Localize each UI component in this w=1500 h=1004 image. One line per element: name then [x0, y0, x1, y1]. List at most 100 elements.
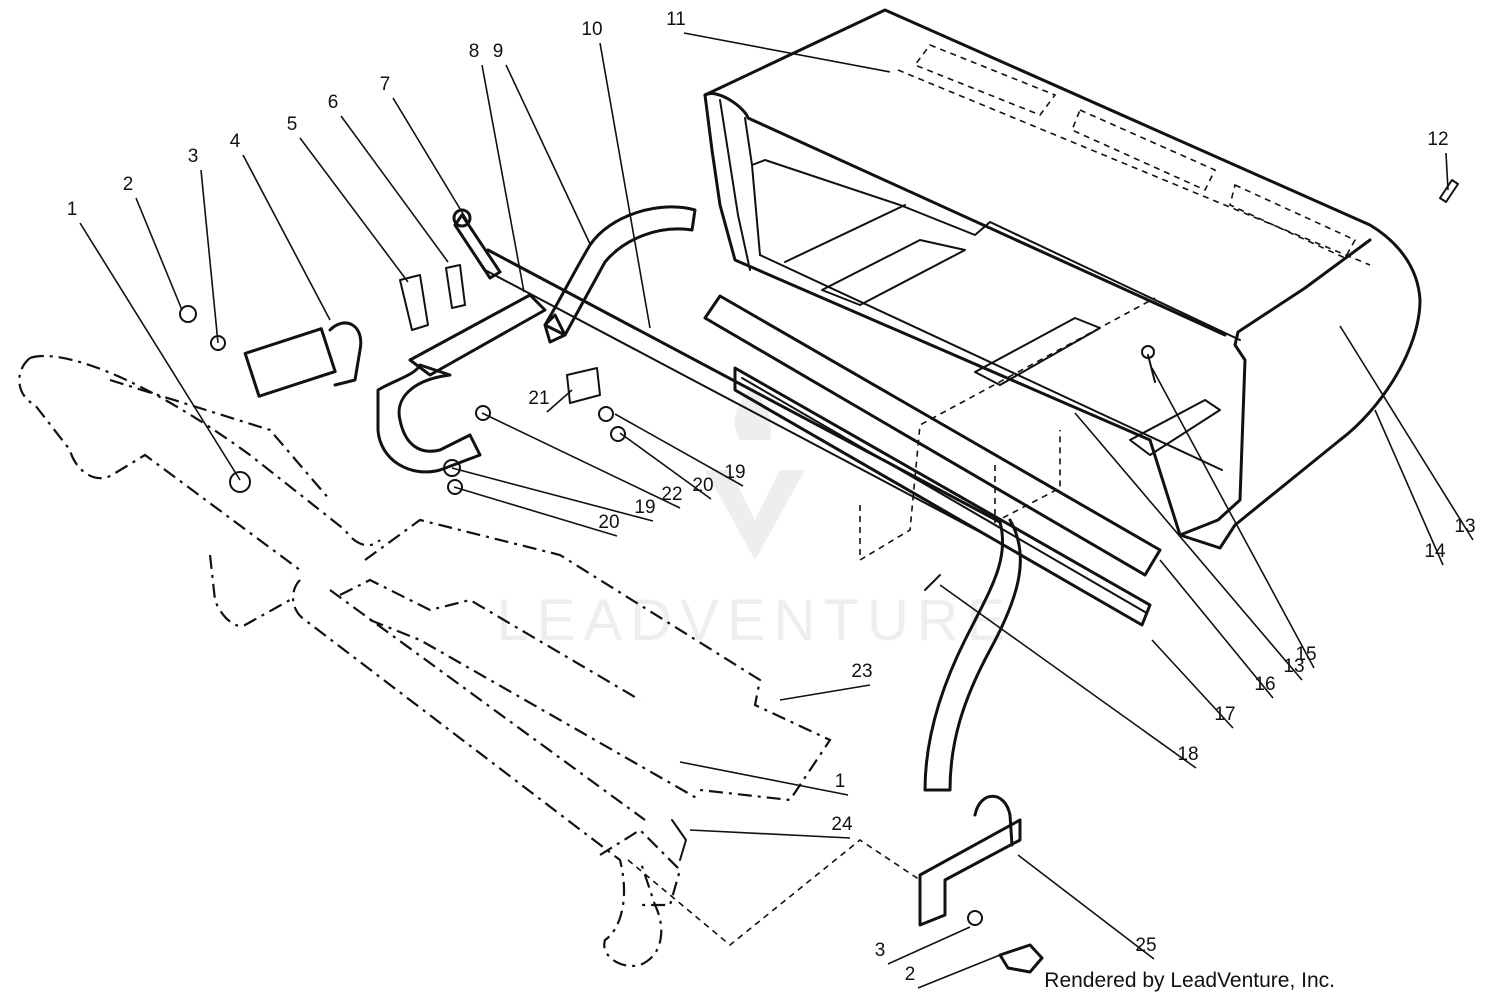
watermark-text: LEADVENTURE — [497, 588, 1014, 653]
render-credit: Rendered by LeadVenture, Inc. — [1044, 969, 1335, 992]
callout-1b: 1 — [679, 761, 849, 796]
leader-line — [614, 413, 744, 487]
leader-line — [340, 115, 449, 263]
callout-number: 2 — [905, 964, 916, 985]
leader-line — [135, 197, 183, 311]
leader-line — [689, 829, 851, 839]
callout-13a: 13 — [1339, 325, 1476, 541]
callout-number: 1 — [67, 199, 78, 220]
callout-number: 21 — [528, 388, 549, 409]
leader-line — [299, 137, 409, 283]
callout-number: 20 — [692, 475, 713, 496]
callout-20a: 20 — [619, 432, 714, 500]
callout-number: 9 — [493, 41, 504, 62]
leader-line — [392, 97, 469, 223]
callout-number: 14 — [1424, 541, 1446, 562]
callout-number: 10 — [581, 19, 602, 40]
leader-line — [481, 64, 525, 293]
callout-number: 6 — [328, 92, 339, 113]
callout-number: 7 — [380, 74, 391, 95]
callout-4: 4 — [230, 131, 331, 321]
callout-2a: 2 — [123, 174, 183, 311]
leader-line — [451, 467, 654, 522]
callout-number: 17 — [1214, 704, 1235, 725]
hopper-assembly — [703, 8, 1422, 550]
callout-17: 17 — [1151, 639, 1236, 729]
leader-line — [200, 169, 219, 344]
leader-line — [683, 32, 891, 73]
callout-22: 22 — [481, 412, 683, 509]
support-rod — [484, 205, 1022, 792]
callout-number: 1 — [835, 771, 846, 792]
leader-line — [79, 222, 241, 481]
callout-8: 8 — [469, 41, 525, 293]
callout-number: 19 — [634, 497, 655, 518]
leader-line — [619, 432, 712, 500]
leader-line — [1017, 854, 1155, 960]
callout-10: 10 — [581, 19, 651, 329]
callout-number: 3 — [875, 940, 886, 961]
callout-number: 4 — [230, 131, 241, 152]
callout-2b: 2 — [905, 954, 1001, 989]
leader-line — [1074, 412, 1303, 681]
callout-16: 16 — [1159, 559, 1276, 699]
frame-plate — [339, 518, 832, 802]
callout-3a: 3 — [188, 146, 219, 344]
leader-line — [1374, 409, 1444, 566]
callout-23: 23 — [779, 661, 873, 701]
callout-19b: 19 — [451, 467, 656, 522]
leader-line — [679, 761, 849, 796]
callout-number: 3 — [188, 146, 199, 167]
callout-number: 16 — [1254, 674, 1275, 695]
callout-6: 6 — [328, 92, 449, 263]
leader-line — [505, 64, 591, 245]
leader-line — [1445, 152, 1449, 191]
callout-12: 12 — [1427, 129, 1449, 191]
callout-20b: 20 — [453, 486, 620, 537]
leader-line — [546, 389, 573, 413]
callout-7: 7 — [380, 74, 469, 223]
callout-1a: 1 — [67, 199, 241, 481]
lever-mechanism — [376, 208, 626, 495]
callout-18: 18 — [939, 584, 1199, 769]
left-hardware — [179, 305, 363, 493]
leader-line — [939, 584, 1197, 769]
callout-3b: 3 — [875, 926, 971, 965]
callout-number: 11 — [666, 9, 686, 30]
callout-number: 5 — [287, 114, 298, 135]
leader-line — [1339, 325, 1474, 541]
frame-tube — [18, 354, 682, 968]
leader-line — [1151, 639, 1234, 729]
callout-number: 25 — [1135, 935, 1156, 956]
callout-number: 24 — [831, 814, 853, 835]
callout-number: 22 — [661, 484, 682, 505]
callout-13b: 13 — [1074, 412, 1305, 681]
callout-number: 12 — [1427, 129, 1448, 150]
callout-number: 8 — [469, 41, 480, 62]
callout-11: 11 — [666, 9, 891, 73]
leader-line — [599, 42, 651, 329]
leader-line — [481, 412, 681, 509]
leader-line — [1151, 367, 1315, 669]
callout-number: 13 — [1454, 516, 1475, 537]
leader-line — [453, 486, 618, 537]
leader-line — [779, 684, 871, 701]
callout-5: 5 — [287, 114, 409, 283]
callout-number: 20 — [598, 512, 619, 533]
callout-number: 18 — [1177, 744, 1198, 765]
lower-bracket — [627, 794, 1044, 974]
callout-number: 23 — [851, 661, 872, 682]
callout-number: 15 — [1295, 644, 1316, 665]
callout-19a: 19 — [614, 413, 746, 487]
callout-number: 13 — [1283, 656, 1304, 677]
callout-9: 9 — [493, 41, 591, 245]
callout-15: 15 — [1151, 367, 1317, 669]
leader-line — [887, 926, 971, 965]
leader-line — [1159, 559, 1274, 699]
leader-line — [917, 954, 1001, 989]
callout-21: 21 — [528, 388, 573, 413]
callout-25: 25 — [1017, 854, 1157, 960]
